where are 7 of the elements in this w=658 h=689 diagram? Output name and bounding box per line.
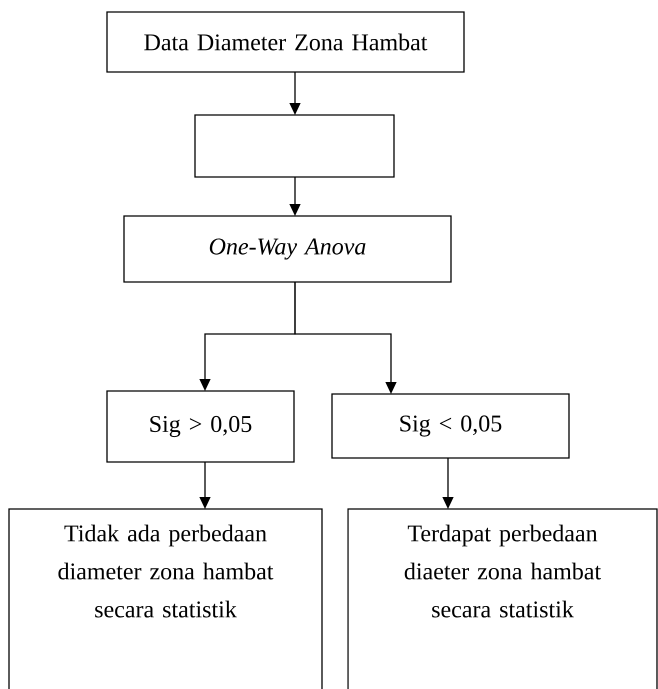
process-box: One-Way Anova xyxy=(123,215,452,283)
process-box: Tidak ada perbedaan diameter zona hambat secara statistik xyxy=(8,508,323,689)
empty-box xyxy=(194,114,395,178)
process-box: Data Diameter Zona Hambat xyxy=(106,11,465,73)
process-box: Sig > 0,05 xyxy=(106,390,295,463)
process-box: Terdapat perbedaan diaeter zona hambat secara statistik xyxy=(347,508,658,689)
process-box: Sig < 0,05 xyxy=(331,393,570,459)
